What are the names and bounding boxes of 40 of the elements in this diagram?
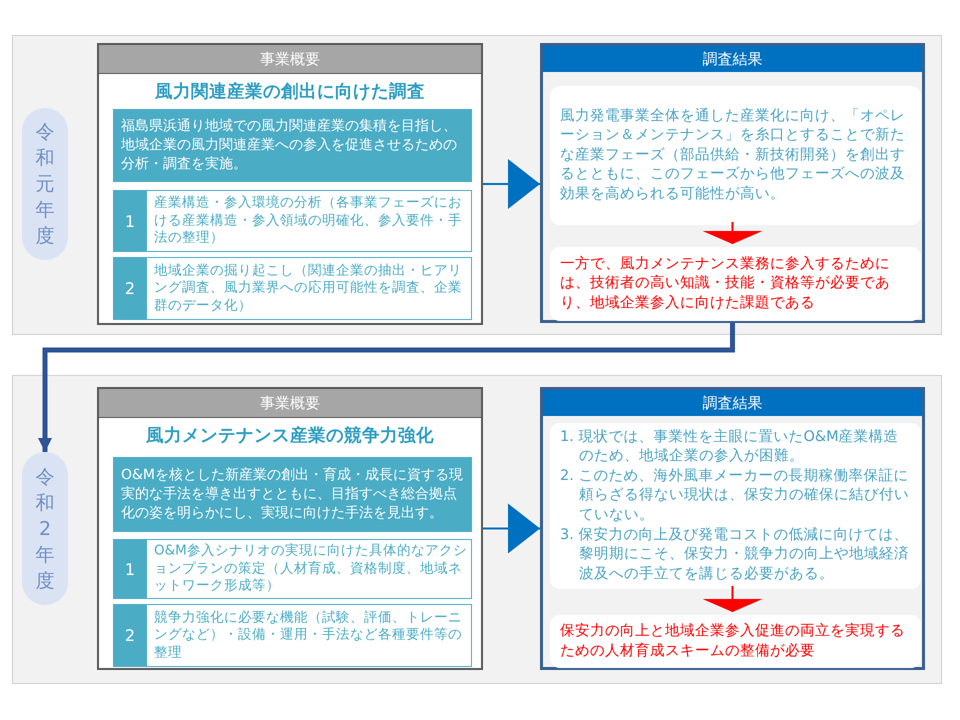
item-text: 地域企業の掘り起こし（関連企業の抽出・ヒアリング調査、風力業界への応用可能性を調査、企業群のデータ化） — [154, 262, 463, 315]
item-text: O&M参入シナリオの実現に向けた具体的なアクションプランの策定（人材育成、資格制度、地域ネットワーク形成等） — [154, 542, 467, 596]
item-text: 産業構造・参入環境の分析（各事業フェーズにおける産業構造・参入領域の明確化、参入要件・手法の整理） — [154, 194, 463, 248]
conclusion-box: 保安力の向上と地域企業参入促進の両立を実現するための人材育成スキームの整備が必要 — [550, 615, 921, 668]
chevron-arrow — [483, 504, 540, 554]
numbered-point: 1. 現状では、事業性を主眼に置いたO&M産業構造のため、地域企業の参入が困難。 — [560, 428, 900, 466]
overview-panel — [97, 43, 483, 325]
list-item — [113, 190, 472, 252]
year-label — [22, 452, 68, 605]
chevron-arrow — [483, 159, 540, 209]
panel-header: 事業概要 — [99, 45, 481, 74]
numbered-point: 2. このため、海外風車メーカーの長期稼働率保証に頼らざる得ない現状は、保安力の確保に結び付いていない。 — [560, 466, 910, 525]
finding-box — [550, 423, 921, 589]
item-number: 1 — [113, 190, 147, 252]
description-box: 福島県浜通り地域での風力関連産業の集積を目指し、地域企業の風力関連産業への参入を促進させるための分析・調査を実施。 — [113, 109, 472, 182]
chevron-arrow — [702, 222, 762, 244]
results-panel — [540, 387, 925, 670]
panel-heading: 風力関連産業の創出に向けた調査 — [154, 80, 426, 103]
results-panel — [540, 43, 925, 323]
item-number: 1 — [113, 539, 147, 599]
connector-arrow — [38, 323, 735, 452]
description-box: O&Mを核とした新産業の創出・育成・成長に資する現実的な手法を導き出すとともに、目指すべき総合拠点化の姿を明らかにし、実現に向けた手法を見出す。 — [113, 457, 472, 532]
year-text: 令和元年度 — [35, 120, 55, 249]
year-text: 令和2年度 — [35, 464, 55, 594]
item-number: 2 — [113, 257, 147, 320]
list-item — [113, 539, 472, 599]
list-item — [113, 604, 472, 667]
year-label — [22, 108, 68, 260]
finding-box: 風力発電事業全体を通した産業化に向け、「オペレーション＆メンテナンス」を糸口とすることで新たな産業フェーズ（部品供給・新技術開発）を創出するとともに、このフェーズから他フェーズへの波及効果を高められる可能性が高い。 — [550, 86, 921, 225]
item-text: 競争力強化に必要な機能（試験、評価、トレーニングなど）・設備・運用・手法など各種要件等の整理 — [154, 609, 463, 662]
overview-panel — [97, 387, 483, 670]
panel-header: 調査結果 — [543, 390, 922, 416]
list-item — [113, 257, 472, 320]
chevron-arrow — [702, 586, 762, 612]
panel-header: 事業概要 — [99, 389, 481, 418]
numbered-point: 3. 保安力の向上及び発電コストの低減に向けては、黎明期にこそ、保安力・競争力の向上や地域経済波及への手立てを講じる必要がある。 — [560, 526, 910, 584]
panel-heading: 風力メンテナンス産業の競争力強化 — [144, 424, 435, 447]
panel-header: 調査結果 — [543, 46, 922, 72]
item-number: 2 — [113, 604, 147, 667]
conclusion-box: 一方で、風力メンテナンス業務に参入するためには、技術者の高い知識・技能・資格等が必要であり、地域企業参入に向けた課題である — [550, 247, 921, 321]
